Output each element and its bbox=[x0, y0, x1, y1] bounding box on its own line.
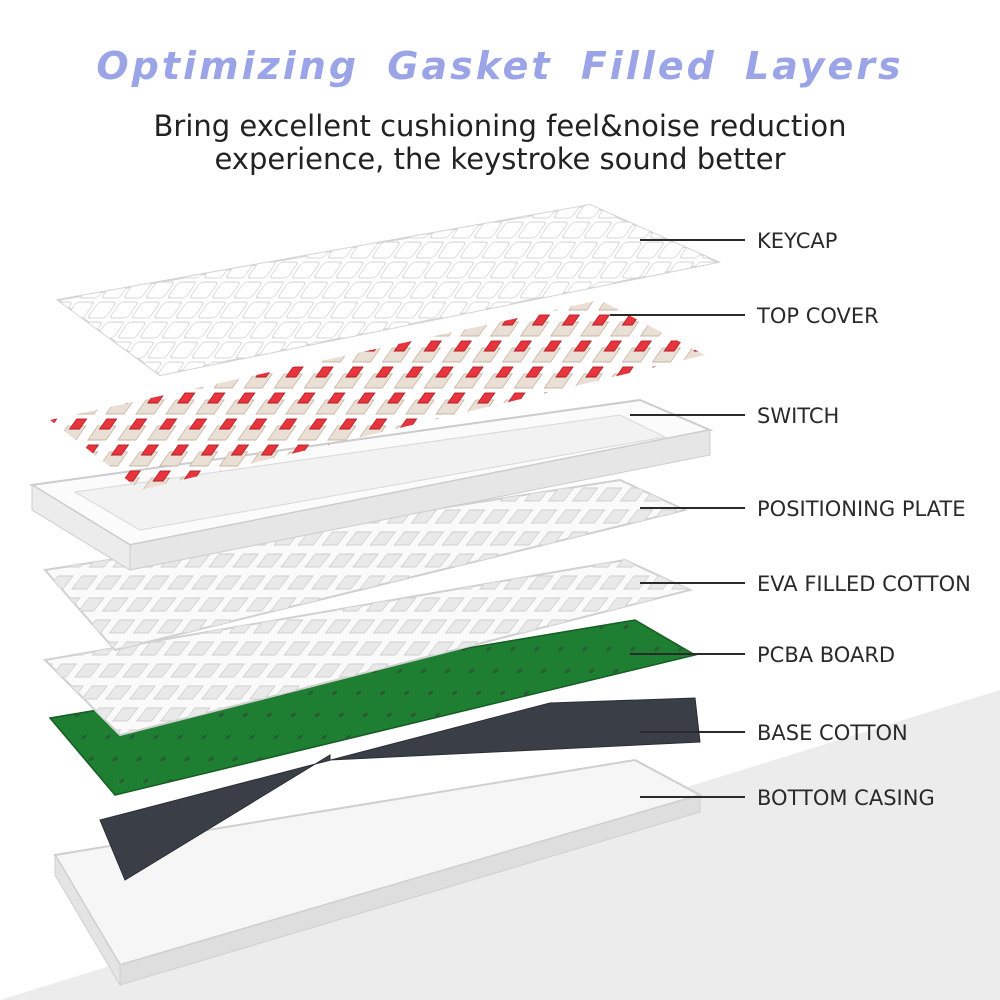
subtitle-line-2: experience, the keystroke sound better bbox=[214, 142, 786, 176]
label-positioning-plate: POSITIONING PLATE bbox=[757, 497, 966, 521]
page-title: Optimizing Gasket Filled Layers bbox=[96, 44, 904, 88]
label-eva-filled-cotton: EVA FILLED COTTON bbox=[757, 572, 971, 596]
eva-filled-cotton bbox=[42, 558, 693, 737]
label-top-cover: TOP COVER bbox=[757, 304, 879, 328]
switch-layer bbox=[50, 300, 705, 490]
label-base-cotton: BASE COTTON bbox=[757, 721, 908, 745]
bottom-casing bbox=[53, 758, 703, 987]
keycap-layer bbox=[55, 203, 722, 377]
label-keycap: KEYCAP bbox=[757, 229, 838, 253]
top-cover bbox=[29, 398, 714, 571]
subtitle: Bring excellent cushioning feel&noise re… bbox=[0, 110, 1000, 176]
label-bottom-casing: BOTTOM CASING bbox=[757, 786, 935, 810]
leader-lines bbox=[610, 239, 745, 798]
label-pcba-board: PCBA BOARD bbox=[757, 643, 896, 667]
label-switch: SWITCH bbox=[757, 404, 840, 428]
subtitle-line-1: Bring excellent cushioning feel&noise re… bbox=[153, 109, 847, 143]
base-cotton bbox=[99, 697, 701, 881]
